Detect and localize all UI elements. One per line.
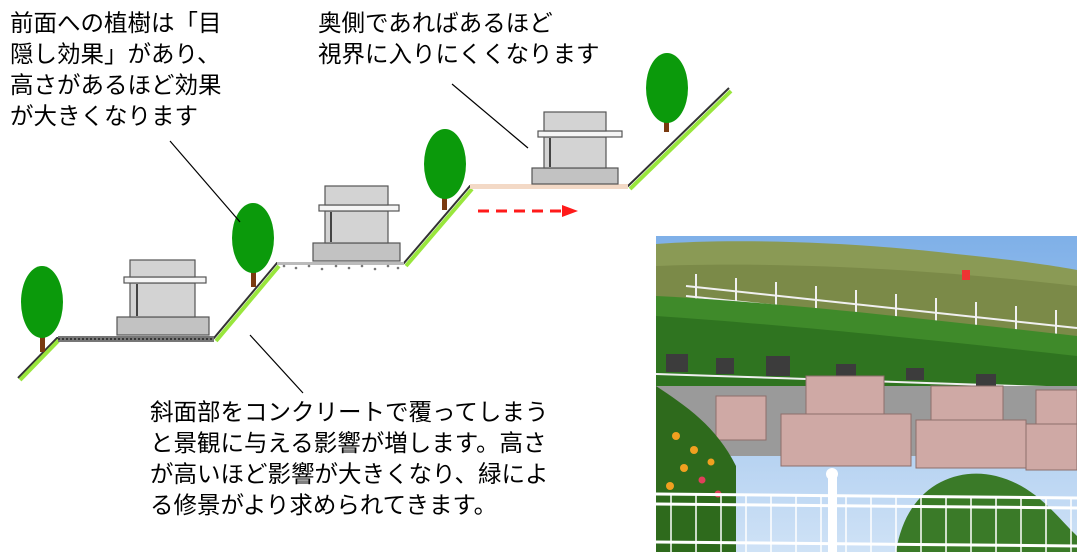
cemetery-photo bbox=[656, 236, 1077, 552]
tree-icon bbox=[21, 266, 63, 352]
middle-terrace-gravel bbox=[277, 262, 404, 271]
leader-line-back bbox=[451, 83, 529, 149]
tree-icon bbox=[424, 129, 466, 210]
slope-concrete-note: 斜面部をコンクリートで覆ってしまう と景観に与える影響が増します。高さ が高いほ… bbox=[150, 398, 549, 519]
slope-face-3 bbox=[404, 187, 474, 268]
tree-icon bbox=[232, 203, 274, 287]
slope-face-4 bbox=[628, 89, 733, 191]
slope-face-2 bbox=[214, 264, 281, 343]
back-visibility-note: 奥側であればあるほど 視界に入りにくくなります bbox=[318, 9, 600, 68]
leader-line-slope bbox=[249, 334, 304, 394]
tree-icon bbox=[646, 53, 688, 132]
terrace-surfaces bbox=[58, 184, 628, 342]
leader-line-front bbox=[169, 140, 241, 223]
front-planting-note: 前面への植樹は「目 隠し効果」があり、 高さがあるほど効果 が大きくなります bbox=[10, 9, 222, 130]
tombstone-icon bbox=[531, 111, 623, 185]
upper-terrace-surface bbox=[470, 184, 628, 189]
arrow-right-icon bbox=[478, 205, 578, 217]
tombstone-icon bbox=[312, 185, 401, 262]
slope-face-1 bbox=[18, 338, 61, 382]
tombstone-icon bbox=[116, 259, 210, 336]
